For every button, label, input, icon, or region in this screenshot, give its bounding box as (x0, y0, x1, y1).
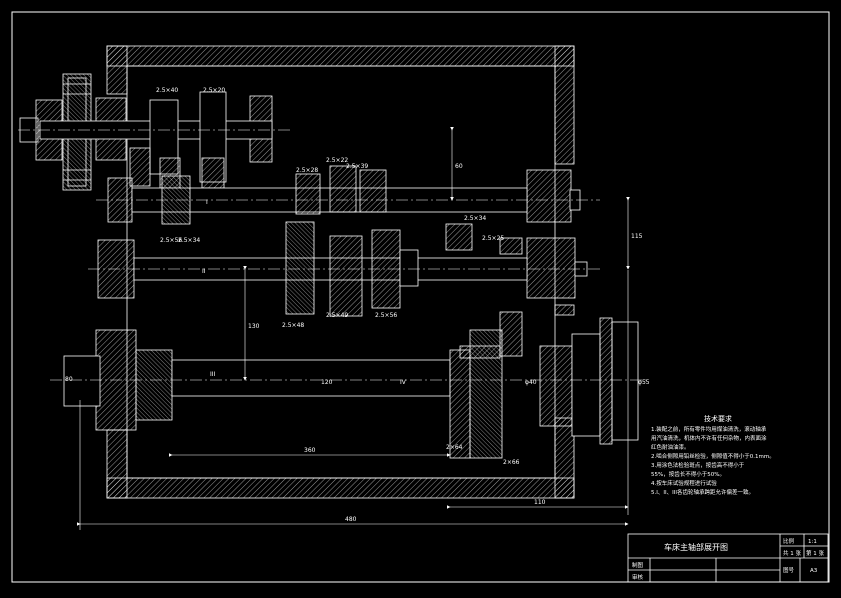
scale-value: 1:1 (808, 539, 817, 545)
title-block (627, 533, 829, 583)
gear-label-6: 2.5×39 (346, 163, 368, 170)
gear-labels: I II III IV 2.5×40 2.5×20 2.5×28 2.5×22 … (156, 87, 520, 466)
gearbox-housing (106, 45, 575, 499)
gear-label-4: 2.5×22 (326, 157, 348, 164)
dim-3: 130 (248, 323, 260, 330)
shaft-1-label: I (206, 199, 208, 206)
gear-label-9: 2.5×25 (482, 235, 504, 242)
gear-label-7: 2.5×34 (178, 237, 200, 244)
gear-label-14: 2×66 (503, 459, 520, 466)
dim-4: 80 (65, 376, 73, 383)
note-line: 3.用涂色法检验斑点，按齿高不得小于 (651, 461, 745, 469)
gear-label-8: 2.5×34 (464, 215, 486, 222)
note-line: 用汽油清洗，机体内不许有任何杂物，内表面涂 (651, 434, 767, 442)
gear-label-12: 2.5×56 (375, 312, 397, 319)
dim-9: φ40 (525, 379, 537, 386)
drawn-label: 制图 (632, 561, 644, 569)
dim-6: 360 (304, 447, 316, 454)
dim-1: 60 (455, 163, 463, 170)
gear-label-11: 2.5×49 (326, 312, 348, 319)
dim-7: 480 (345, 516, 357, 523)
shaft-2-label: II (202, 268, 206, 275)
note-line: 红色耐油油漆。 (651, 443, 690, 451)
paper-label: 图号 (783, 566, 795, 574)
gear-label-2: 2.5×20 (203, 87, 225, 94)
note-line: 4.按车床试验规程进行试验 (651, 479, 717, 487)
sheets-total: 共 1 张 (783, 549, 801, 557)
drawing-title: 车床主轴部展开图 (664, 542, 728, 552)
dim-8: 110 (534, 499, 546, 506)
gear-label-13: 2×64 (446, 444, 463, 451)
note-line: 55%，按齿长不得小于50%。 (651, 470, 725, 478)
sheet-number: 第 1 张 (806, 549, 824, 557)
gear-label-10: 2.5×48 (282, 322, 304, 329)
spindle-assembly (63, 311, 639, 459)
shaft-3-label: III (210, 371, 216, 378)
dim-5: 120 (321, 379, 333, 386)
shaft-1-assembly (19, 73, 273, 191)
shaft-4-label: IV (400, 379, 407, 386)
note-line: 2.啮合侧隙用铅丝检验，侧隙值不得小于0.1mm。 (651, 452, 775, 460)
dim-10: φ55 (638, 379, 650, 386)
checked-label: 审核 (632, 573, 644, 581)
paper-value: A3 (810, 568, 818, 574)
dim-2: 115 (631, 233, 643, 240)
gear-label-3: 2.5×28 (296, 167, 318, 174)
shaft-3-assembly (97, 221, 588, 317)
gear-label-5: 2.5×56 (160, 237, 182, 244)
dimension-values: 60 115 130 80 120 360 480 110 φ40 φ55 (65, 163, 650, 523)
gear-label-1: 2.5×40 (156, 87, 178, 94)
notes-heading: 技术要求 (704, 414, 732, 423)
note-line: 5.I、II、III各齿轮轴承跨距允许偏差一致。 (651, 488, 754, 496)
note-line: 1.装配之前，所有零件均用煤油清洗，滚动轴承 (651, 425, 767, 433)
frame (11, 11, 830, 583)
technical-requirements: 技术要求 1.装配之前，所有零件均用煤油清洗，滚动轴承 用汽油清洗，机体内不许有… (651, 414, 775, 496)
title-block-text: 车床主轴部展开图 比例 1:1 共 1 张 第 1 张 制图 审核 图号 A3 (632, 537, 824, 581)
scale-label: 比例 (783, 537, 795, 545)
dimension-lines (77, 127, 630, 530)
